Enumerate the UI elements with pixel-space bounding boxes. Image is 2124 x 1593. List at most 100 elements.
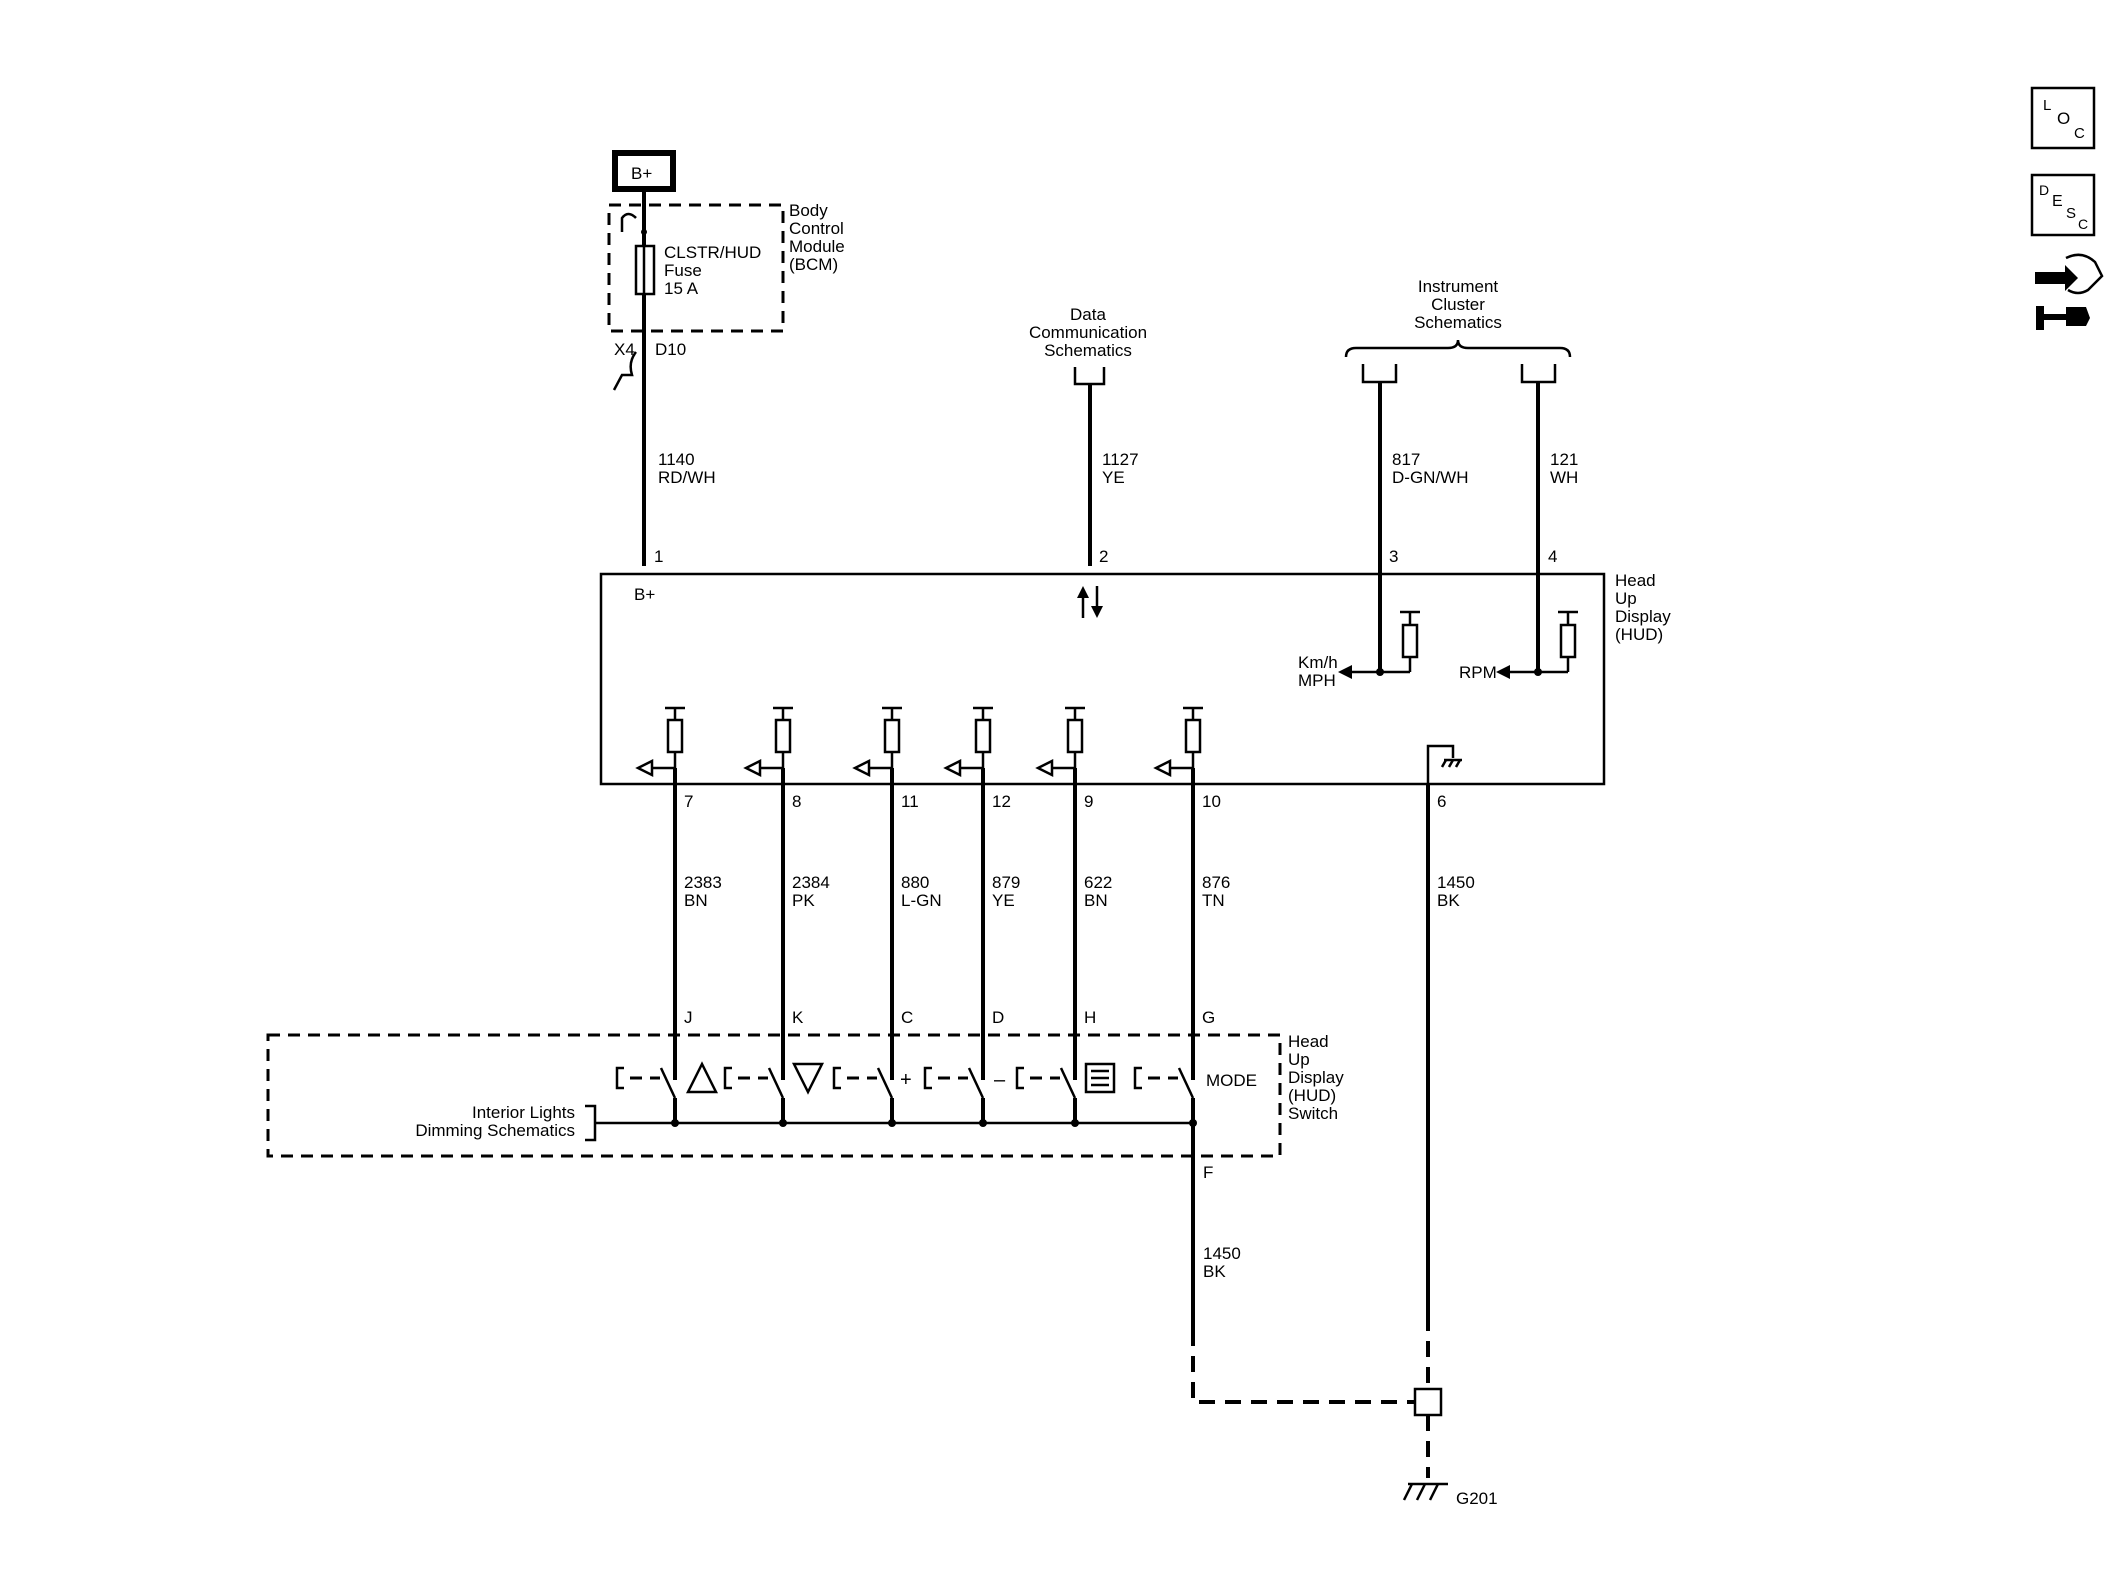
switch-down-contact <box>723 1062 787 1127</box>
circuit-number: 1127 <box>1102 450 1139 469</box>
fuse-name: CLSTR/HUD <box>664 243 761 262</box>
switch-label: Display <box>1288 1068 1344 1087</box>
desc-letter: D <box>2039 182 2049 198</box>
hud-input-7 <box>635 706 685 778</box>
bcm-label: (BCM) <box>789 255 838 274</box>
pin-number: 10 <box>1202 792 1221 811</box>
switch-up-contact <box>615 1062 679 1127</box>
interior-lights-ref: Dimming Schematics <box>415 1121 575 1140</box>
hud-input-9 <box>1035 706 1085 778</box>
pin-number: 3 <box>1389 547 1398 566</box>
pin-number: 9 <box>1084 792 1093 811</box>
switch-pin: D <box>992 1008 1004 1027</box>
circuit-number: 1140 <box>658 450 695 469</box>
switch-mode-contact <box>1133 1062 1197 1127</box>
bcm-label: Control <box>789 219 844 238</box>
mode-label: MODE <box>1206 1071 1257 1090</box>
connector-pin: D10 <box>655 340 686 359</box>
rpm-input-resistor <box>1496 610 1578 679</box>
switch-label: (HUD) <box>1288 1086 1336 1105</box>
switch-label: Switch <box>1288 1104 1338 1123</box>
wire-color: BN <box>684 891 708 910</box>
wire-color: BK <box>1203 1262 1226 1281</box>
pin-number: 6 <box>1437 792 1446 811</box>
chassis-ground-icon <box>1426 744 1462 784</box>
switch-plus-contact <box>832 1062 896 1127</box>
speed-input-resistor <box>1338 610 1420 679</box>
bcm-label: Module <box>789 237 845 256</box>
bcm-module-outline <box>607 203 785 333</box>
circuit-number: 2384 <box>792 873 830 892</box>
circuit-number: 880 <box>901 873 929 892</box>
hud-label: Head <box>1615 571 1656 590</box>
circuit-number: 1450 <box>1203 1244 1241 1263</box>
pin-number: 7 <box>684 792 693 811</box>
pin-number: 11 <box>901 792 919 811</box>
wire-color: YE <box>1102 468 1125 487</box>
bidirectional-arrow-icon <box>1077 586 1103 618</box>
pin-number: 1 <box>654 547 663 566</box>
circuit-number: 2383 <box>684 873 722 892</box>
desc-letter: S <box>2066 205 2076 222</box>
wire-color: YE <box>992 891 1015 910</box>
speed-label: MPH <box>1298 671 1336 690</box>
up-arrow-icon <box>685 1061 719 1094</box>
cluster-brace <box>1344 339 1572 358</box>
hud-input-10 <box>1153 706 1203 778</box>
connector-symbol <box>612 351 638 391</box>
cluster-ref: Schematics <box>1414 313 1502 332</box>
connector-id: X4 <box>614 340 635 359</box>
loc-button[interactable]: L O C <box>2030 86 2096 150</box>
interior-lights-ref: Interior Lights <box>472 1103 575 1122</box>
desc-button[interactable]: D E S C <box>2030 173 2096 237</box>
circuit-number: 876 <box>1202 873 1230 892</box>
wire-color: D-GN/WH <box>1392 468 1468 487</box>
switch-label: Head <box>1288 1032 1329 1051</box>
ground-icon <box>1402 1482 1448 1501</box>
wire-color: BN <box>1084 891 1108 910</box>
battery-positive-label: B+ <box>631 164 652 183</box>
switch-pin: H <box>1084 1008 1096 1027</box>
switch-minus-contact <box>923 1062 987 1127</box>
hud-label: Display <box>1615 607 1671 626</box>
pin-number: 8 <box>792 792 801 811</box>
data-comm-ref: Communication <box>1029 323 1147 342</box>
circuit-number: 1450 <box>1437 873 1475 892</box>
circuit-number: 879 <box>992 873 1020 892</box>
cluster-ref: Instrument <box>1418 277 1499 296</box>
hud-bplus-label: B+ <box>634 585 655 604</box>
battery-positive-box <box>612 150 676 192</box>
switch-pin: J <box>684 1008 693 1027</box>
cluster-ref: Cluster <box>1431 295 1485 314</box>
hud-input-8 <box>743 706 793 778</box>
hud-label: Up <box>1615 589 1637 608</box>
hud-input-12 <box>943 706 993 778</box>
circuit-number: 817 <box>1392 450 1420 469</box>
desc-letter: E <box>2052 193 2063 210</box>
switch-menu-contact <box>1015 1062 1079 1127</box>
wire-color: PK <box>792 891 815 910</box>
down-arrow-icon <box>791 1062 825 1095</box>
wire-color: RD/WH <box>658 468 716 487</box>
circuit-number: 622 <box>1084 873 1112 892</box>
data-comm-ref: Schematics <box>1044 341 1132 360</box>
wire-color: TN <box>1202 891 1225 910</box>
switch-pin: C <box>901 1008 913 1027</box>
connector-tool-icon[interactable] <box>2035 253 2104 330</box>
pin-number: 2 <box>1099 547 1108 566</box>
hud-input-11 <box>852 706 902 778</box>
switch-pin: F <box>1203 1163 1213 1182</box>
circuit-number: 121 <box>1550 450 1578 469</box>
hud-switch-outline <box>266 1033 1282 1158</box>
splice-symbol <box>1413 1387 1443 1417</box>
fuse-word: Fuse <box>664 261 702 280</box>
plus-symbol: + <box>900 1069 912 1091</box>
switch-label: Up <box>1288 1050 1310 1069</box>
wire-color: BK <box>1437 891 1460 910</box>
speed-label: Km/h <box>1298 653 1338 672</box>
loc-letter: C <box>2074 125 2085 142</box>
minus-symbol: – <box>994 1069 1006 1091</box>
ground-point-label: G201 <box>1456 1489 1498 1508</box>
switch-pin: G <box>1202 1008 1215 1027</box>
